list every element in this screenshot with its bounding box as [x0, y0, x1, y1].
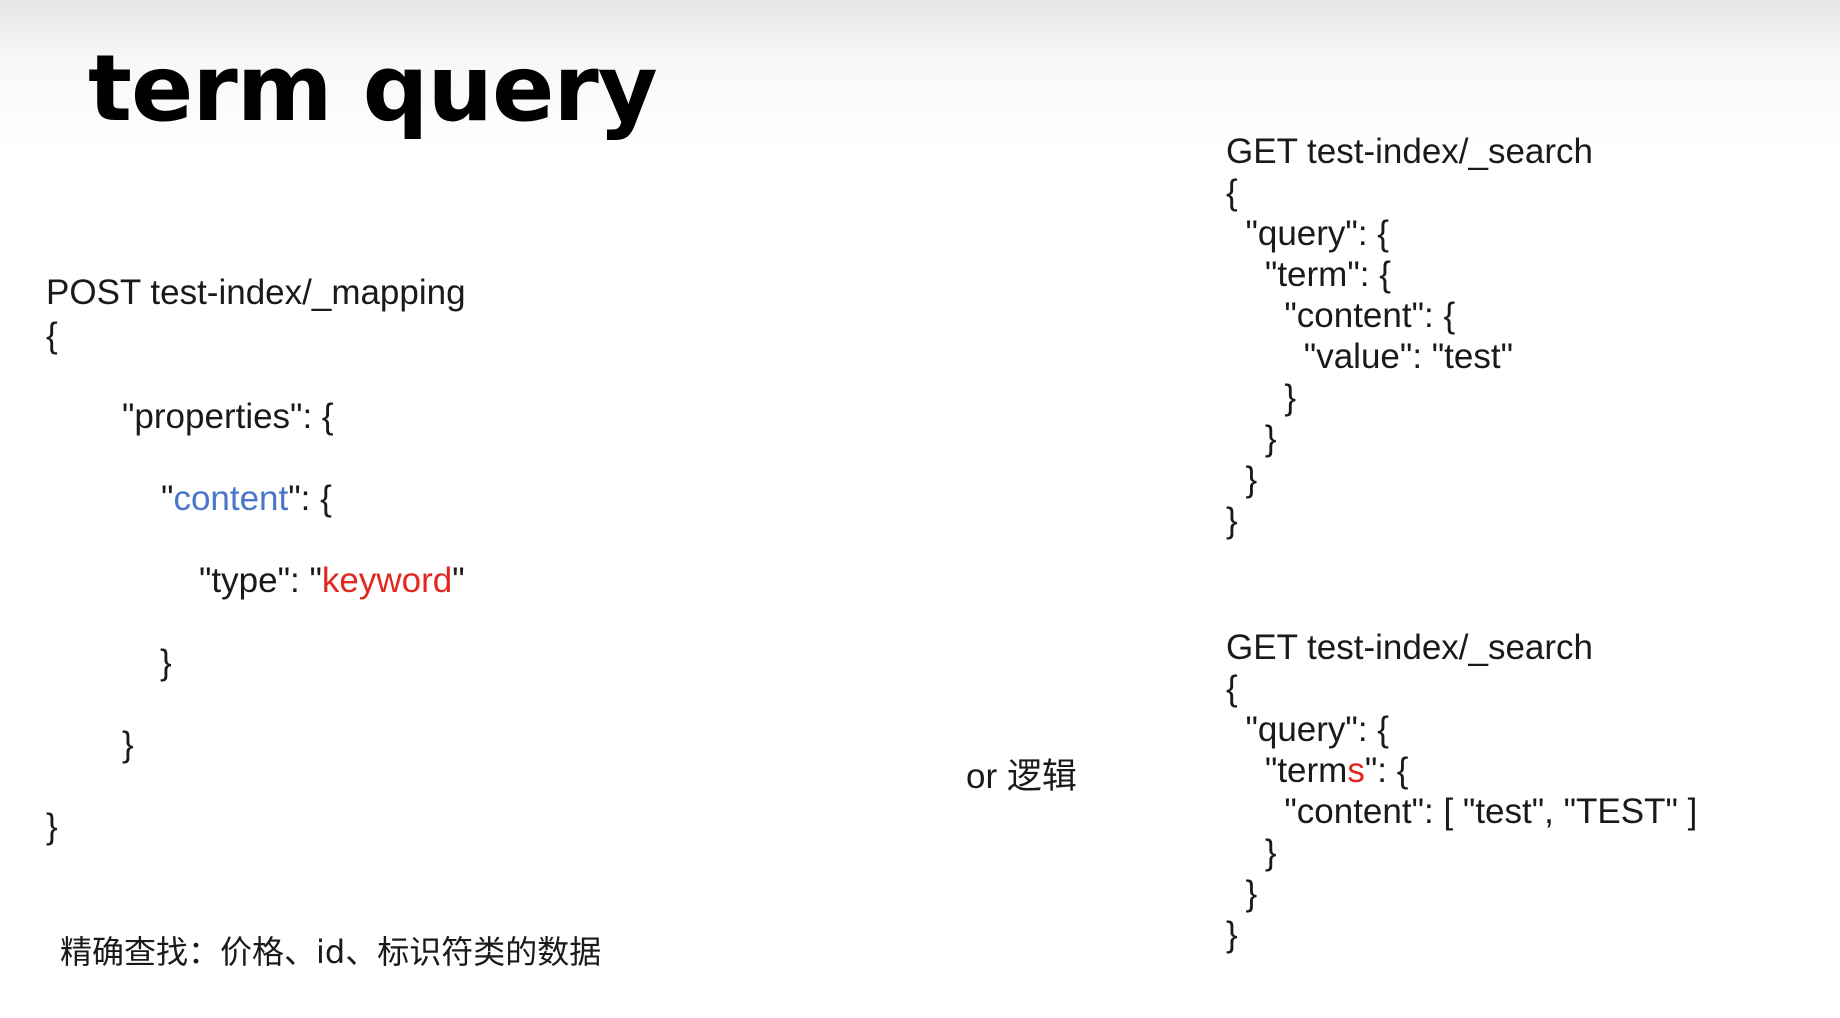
- mapping-close-properties: }: [122, 725, 134, 764]
- mapping-type-line: "type": "keyword": [199, 563, 465, 598]
- term-query-line: }: [1226, 501, 1238, 540]
- terms-s-highlight: s: [1347, 751, 1365, 790]
- terms-close-outer: }: [1226, 915, 1238, 954]
- term-query-line: "content": {: [1226, 296, 1456, 335]
- terms-key-line: "terms": {: [1226, 751, 1409, 790]
- terms-content-line: "content": [ "test", "TEST" ]: [1226, 792, 1698, 831]
- content-quote-open: ": [161, 479, 174, 518]
- term-query-line: "query": {: [1226, 214, 1389, 253]
- terms-query-key-line: "query": {: [1226, 710, 1389, 749]
- type-suffix: ": [452, 561, 465, 600]
- mapping-properties-line: "properties": {: [122, 397, 334, 436]
- slide-title: term query: [88, 35, 658, 142]
- term-query-line: GET test-index/_search: [1226, 132, 1594, 171]
- content-key-highlight: content: [173, 479, 289, 518]
- terms-method-line: GET test-index/_search: [1226, 628, 1594, 667]
- term-query-line: }: [1226, 460, 1258, 499]
- term-query-line: }: [1226, 419, 1277, 458]
- terms-key-rest: ": {: [1364, 751, 1409, 790]
- term-query-line: }: [1226, 378, 1297, 417]
- terms-open-brace: {: [1226, 669, 1238, 708]
- mapping-open-brace: {: [46, 316, 58, 355]
- mapping-close-inner: }: [160, 643, 172, 682]
- mapping-content-line: "content": {: [161, 481, 332, 516]
- term-query-line: "term": {: [1226, 255, 1391, 294]
- or-logic-label: or 逻辑: [966, 757, 1077, 796]
- terms-close-query: }: [1226, 874, 1258, 913]
- terms-key-start: "term: [1226, 751, 1348, 790]
- content-rest: ": {: [288, 479, 332, 518]
- mapping-method-line: POST test-index/_mapping: [46, 273, 466, 312]
- mapping-close-outer: }: [46, 807, 58, 846]
- term-query-line: {: [1226, 173, 1238, 212]
- type-prefix: "type": ": [199, 561, 322, 600]
- terms-close-terms: }: [1226, 833, 1277, 872]
- type-value-highlight: keyword: [321, 561, 453, 600]
- term-query-line: "value": "test": [1226, 337, 1514, 376]
- exact-search-note: 精确查找：价格、id、标识符类的数据: [60, 933, 602, 971]
